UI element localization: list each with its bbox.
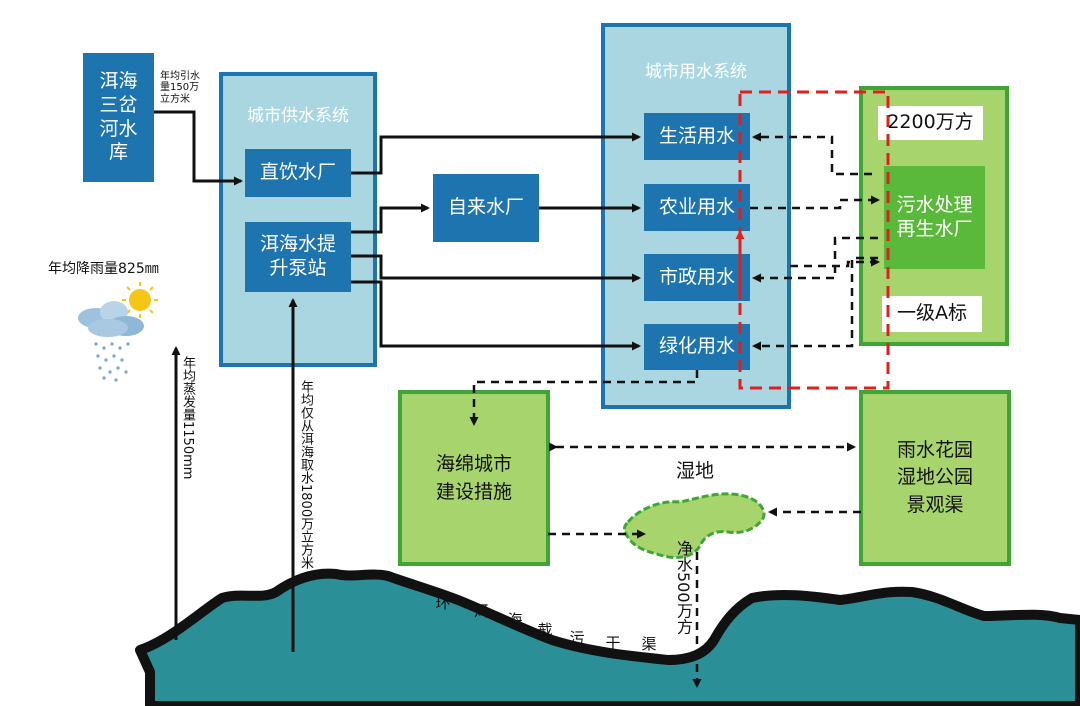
municipal-water-label: 市政用水: [658, 265, 735, 288]
direct-drink-plant-label: 直饮水厂: [259, 161, 336, 184]
sponge-city-line-2: 建设措施: [435, 481, 512, 503]
dashed-sewage-to-green: [752, 256, 878, 351]
erhai-lake-shape: [135, 568, 1080, 706]
green-water-box: [644, 324, 750, 370]
dashed-sewage-to-municipal: [752, 236, 878, 283]
sponge-city-line-1: 海绵城市: [435, 452, 512, 475]
interceptor-char-6: 干: [605, 633, 621, 652]
rain-garden-line-3: 景观渠: [906, 493, 964, 516]
interceptor-char-4: 截: [537, 620, 553, 639]
municipal-water-box: [644, 254, 750, 301]
interceptor-char-7: 渠: [641, 634, 657, 653]
interceptor-char-5: 污: [569, 628, 585, 647]
rain-garden-box: [859, 390, 1011, 566]
tap-water-plant-label: 自来水厂: [447, 196, 524, 219]
reservoir-box: [83, 53, 154, 182]
diversion-line-2: 量150万: [160, 82, 200, 94]
reservoir-line-2: 三岔: [99, 93, 138, 116]
arrow-pump-to-tap-plant: [351, 203, 430, 234]
reservoir-line-1: 洱海: [99, 70, 138, 92]
interceptor-char-2: 洱: [473, 601, 489, 620]
city-supply-system-title: 城市供水系统: [247, 106, 349, 127]
direct-drink-plant-box: [245, 149, 351, 197]
domestic-water-box: [644, 113, 750, 160]
sewage-plant-box: [884, 166, 985, 269]
wetland-label: 湿地: [675, 460, 714, 483]
rain-garden-line-1: 雨水花园: [896, 438, 973, 461]
diversion-annotation: 年均引水 量150万 立方米: [160, 67, 220, 109]
rainfall-label: 年均降雨量825㎜: [48, 261, 159, 278]
agri-water-box: [644, 184, 750, 231]
arrow-reservoir-to-direct-plant: [154, 110, 243, 186]
dashed-municipal-to-sewage: [790, 257, 880, 268]
interceptor-char-1: 环: [435, 593, 451, 612]
sewage-amount-label: 2200万方: [887, 111, 974, 134]
pump-station-line-2: 升泵站: [269, 257, 327, 279]
rain-cloud-icon: [78, 301, 144, 382]
sewage-standard-label: 一级A标: [897, 302, 967, 325]
agri-water-label: 农业用水: [658, 195, 735, 218]
domestic-water-label: 生活用水: [658, 124, 735, 147]
clean-water-label: 净水500万方: [674, 540, 693, 635]
city-use-system-title: 城市用水系统: [645, 62, 747, 83]
interceptor-char-3: 海: [507, 610, 523, 629]
sewage-plant-label: 污水处理 再生水厂: [884, 166, 985, 269]
lake-intake-label: 年均仅从洱海取水1800万立方米: [298, 380, 313, 570]
tap-water-plant-box: [433, 174, 539, 242]
green-water-label: 绿化用水: [658, 335, 735, 358]
pump-station-line-1: 洱海水提: [259, 233, 336, 256]
city-supply-system-box: [219, 72, 377, 367]
dashed-sewage-to-domestic: [752, 132, 872, 176]
sewage-plant-line-2: 再生水厂: [896, 217, 973, 240]
reservoir-label: 洱海 三岔 河水 库: [83, 53, 154, 182]
sewage-standard-badge: [882, 296, 982, 332]
dashed-agri-to-sewage: [750, 195, 880, 210]
sewage-plant-line-1: 污水处理: [896, 193, 973, 216]
arrow-pump-to-green: [351, 280, 641, 351]
diversion-line-3: 立方米: [160, 93, 190, 105]
arrow-direct-plant-to-domestic: [351, 132, 641, 175]
rain-garden-label: 雨水花园 湿地公园 景观渠: [861, 392, 1009, 564]
sewage-amount-badge: [878, 106, 983, 140]
rain-garden-line-2: 湿地公园: [896, 466, 973, 489]
pump-station-label: 洱海水提 升泵站: [245, 222, 351, 292]
reservoir-line-4: 库: [108, 141, 128, 164]
dashed-green-to-sponge: [469, 370, 699, 426]
arrow-pump-to-municipal: [351, 254, 641, 283]
diversion-line-1: 年均引水: [160, 70, 200, 82]
wetland-shape: [622, 492, 766, 560]
evaporation-label: 年均蒸发量1150mm: [180, 356, 195, 480]
sponge-city-label: 海绵城市 建设措施: [400, 392, 548, 564]
pump-station-box: [245, 222, 351, 292]
reservoir-line-3: 河水: [99, 117, 138, 140]
